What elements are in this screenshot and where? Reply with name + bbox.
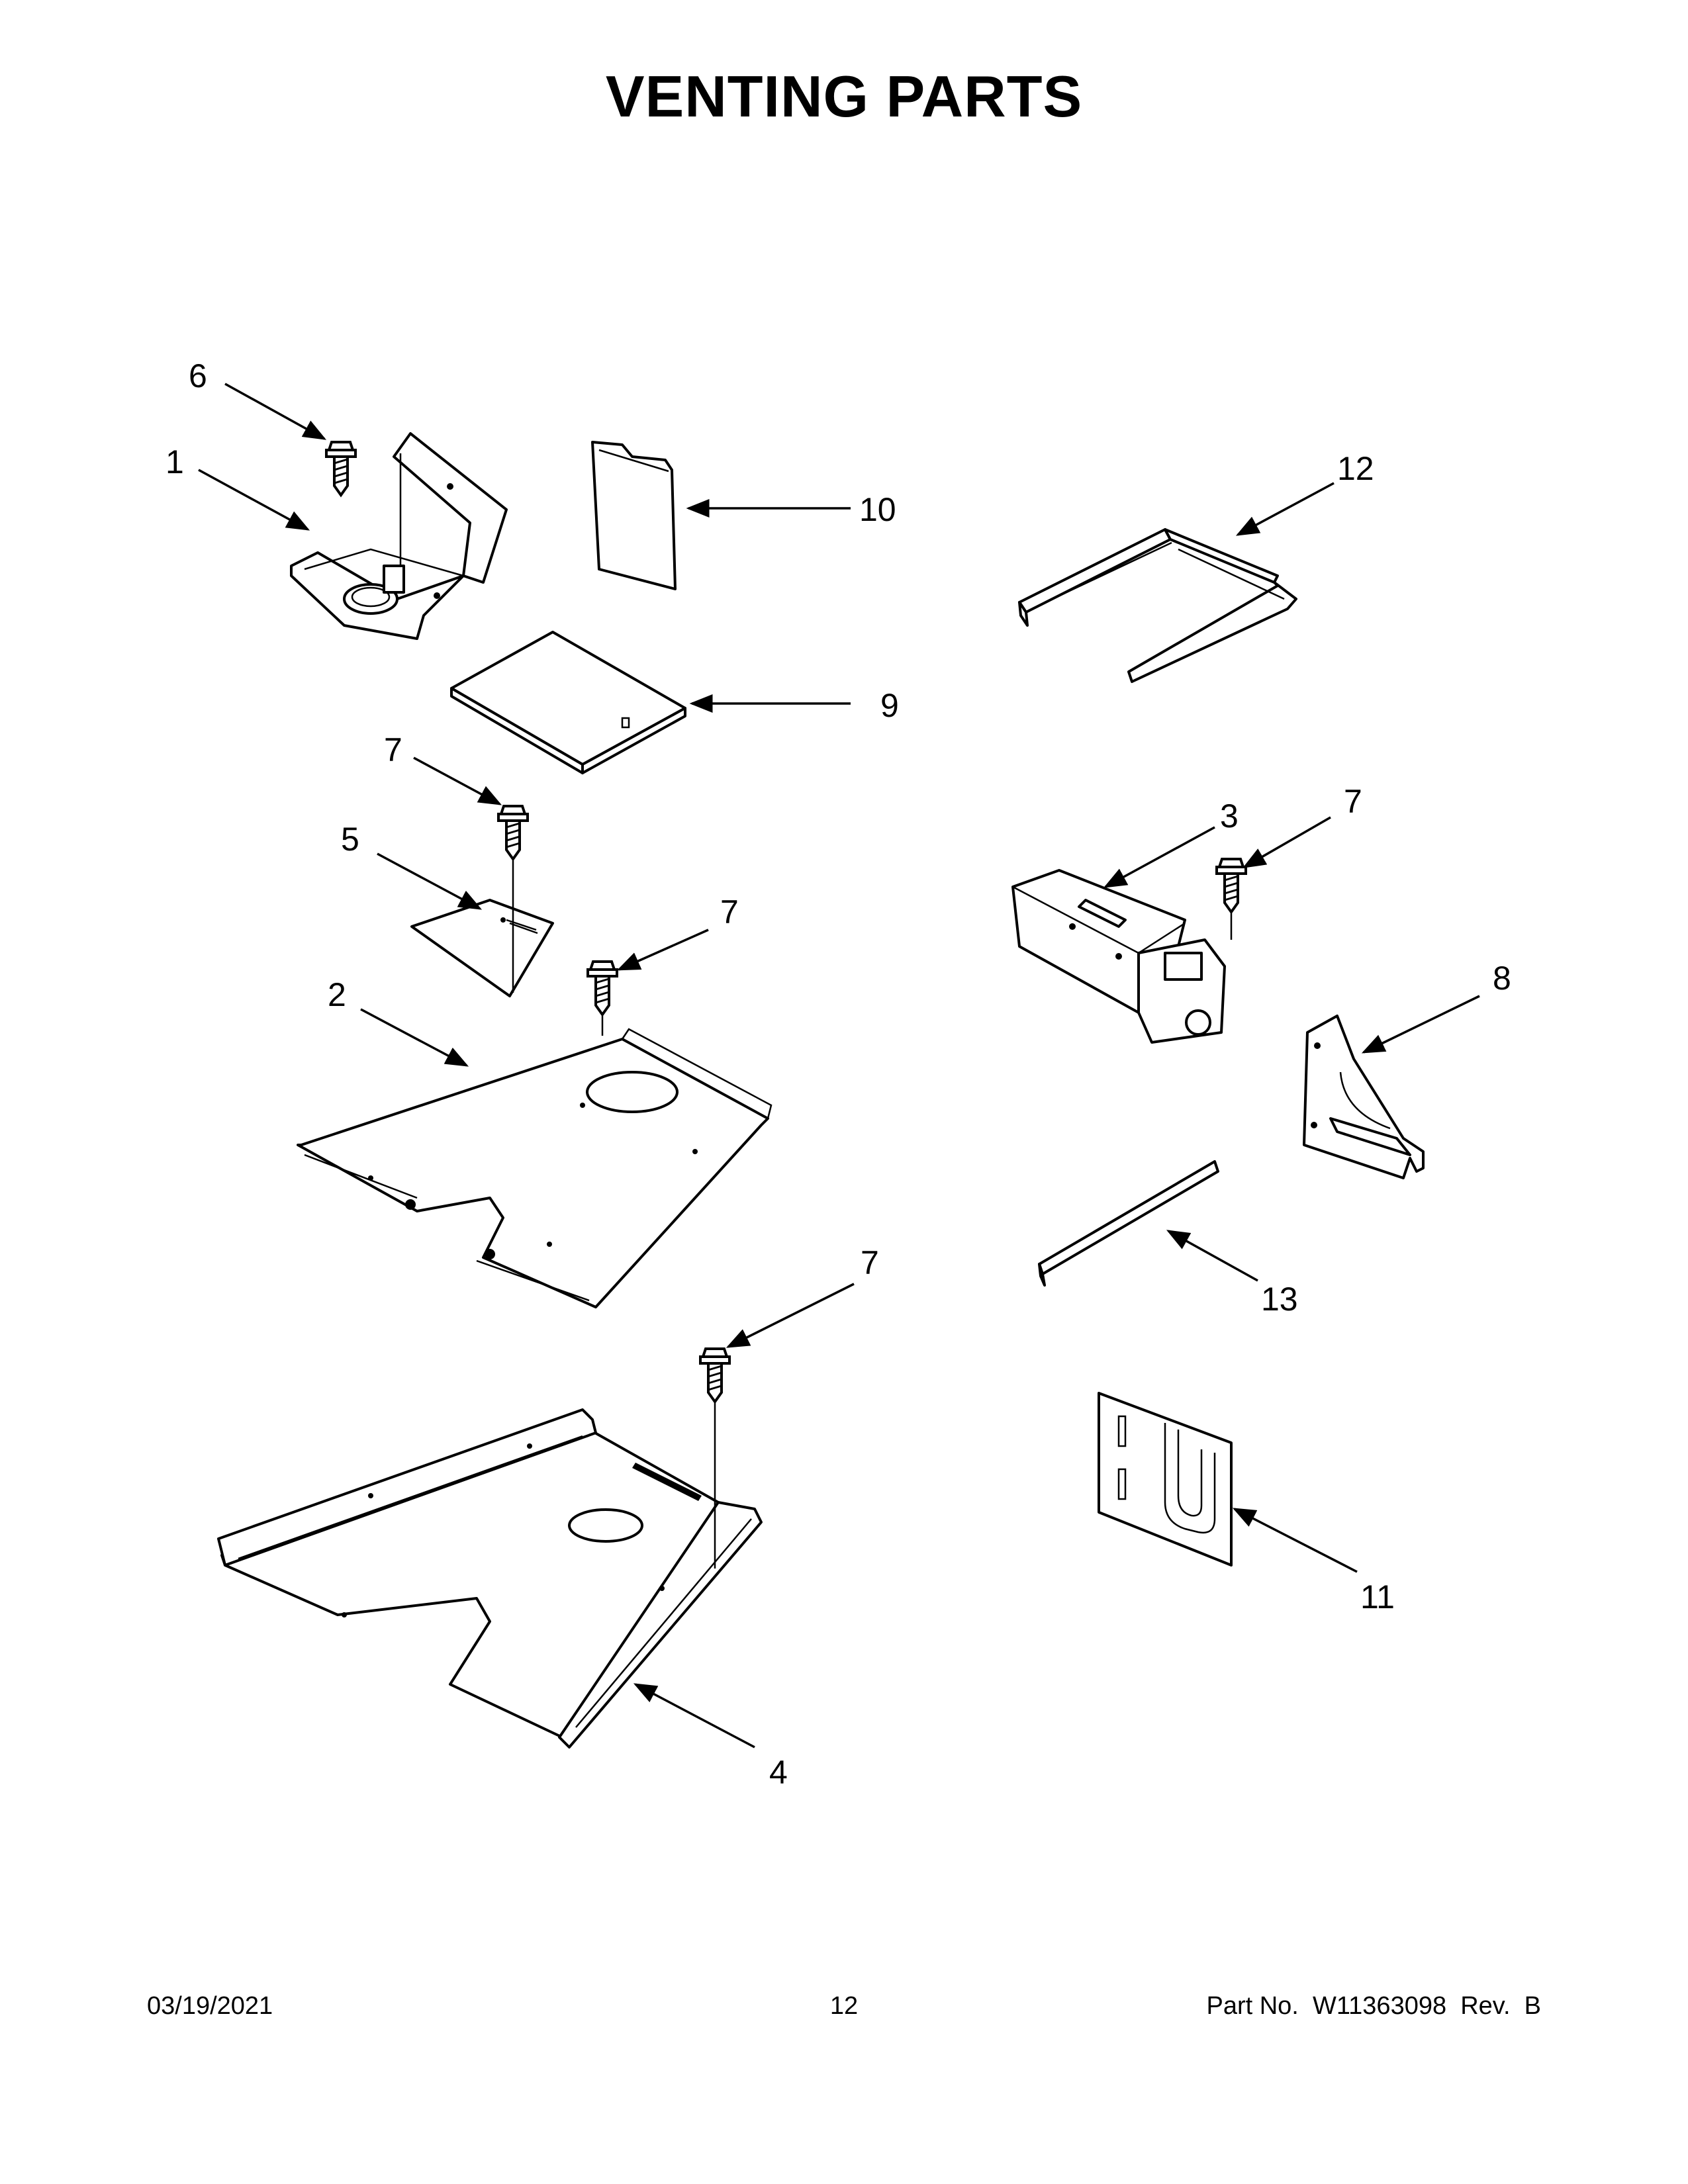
callout-1: 1 xyxy=(165,443,184,480)
leader-arrow-7b xyxy=(616,929,709,971)
callout-5: 5 xyxy=(341,821,359,858)
callout-9: 9 xyxy=(880,687,899,724)
part-10-panel xyxy=(591,441,677,590)
callout-7: 7 xyxy=(1344,783,1362,820)
leader-arrow-4 xyxy=(633,1683,755,1749)
part-7-screw xyxy=(699,1347,731,1403)
page-title: VENTING PARTS xyxy=(605,64,1083,129)
leader-arrow-12 xyxy=(1235,482,1335,536)
callout-3: 3 xyxy=(1220,797,1239,835)
leader-arrow-7c xyxy=(1242,816,1331,868)
part-5-bracket xyxy=(410,899,554,997)
part-4-base-pan xyxy=(217,1408,763,1749)
leader-arrow-6 xyxy=(224,383,327,440)
callout-7: 7 xyxy=(720,893,739,931)
part-11-heat-shield xyxy=(1098,1392,1233,1567)
callout-4: 4 xyxy=(769,1754,788,1791)
part-7-screw xyxy=(497,805,529,860)
leader-arrow-7d xyxy=(726,1283,855,1348)
footer-page-number: 12 xyxy=(829,1992,859,2020)
part-2-shield-plate xyxy=(297,1028,773,1308)
leader-arrow-3 xyxy=(1103,826,1215,888)
part-9-cover-plate xyxy=(450,631,686,774)
leader-arrow-13 xyxy=(1166,1230,1258,1282)
leader-arrow-2 xyxy=(360,1008,469,1067)
leader-arrow-11 xyxy=(1232,1508,1358,1573)
callout-2: 2 xyxy=(328,976,346,1013)
leader-arrow-8 xyxy=(1361,995,1480,1054)
leader-arrow-7a xyxy=(413,756,502,805)
leader-arrow-1 xyxy=(198,469,310,531)
callout-11: 11 xyxy=(1360,1578,1395,1615)
callout-8: 8 xyxy=(1493,960,1511,997)
callout-13: 13 xyxy=(1261,1281,1298,1318)
part-7-screw xyxy=(1215,858,1247,913)
leader-arrow-5 xyxy=(377,852,483,910)
part-8-mounting-bracket xyxy=(1303,1015,1425,1179)
callout-12: 12 xyxy=(1337,450,1374,487)
part-1-vent-duct xyxy=(290,432,508,640)
part-3-motor-assembly xyxy=(1011,869,1226,1044)
footer-date: 03/19/2021 xyxy=(147,1992,273,2020)
part-12-frame xyxy=(1018,528,1297,683)
callout-10: 10 xyxy=(859,491,896,528)
part-7-screw xyxy=(586,960,618,1016)
part-13-seal-strip xyxy=(1038,1160,1219,1287)
part-6-screw xyxy=(325,441,357,496)
callout-6: 6 xyxy=(189,357,207,394)
callout-7: 7 xyxy=(384,731,402,768)
callout-7: 7 xyxy=(861,1244,879,1281)
footer-part-number: Part No. W11363098 Rev. B xyxy=(1206,1992,1541,2020)
